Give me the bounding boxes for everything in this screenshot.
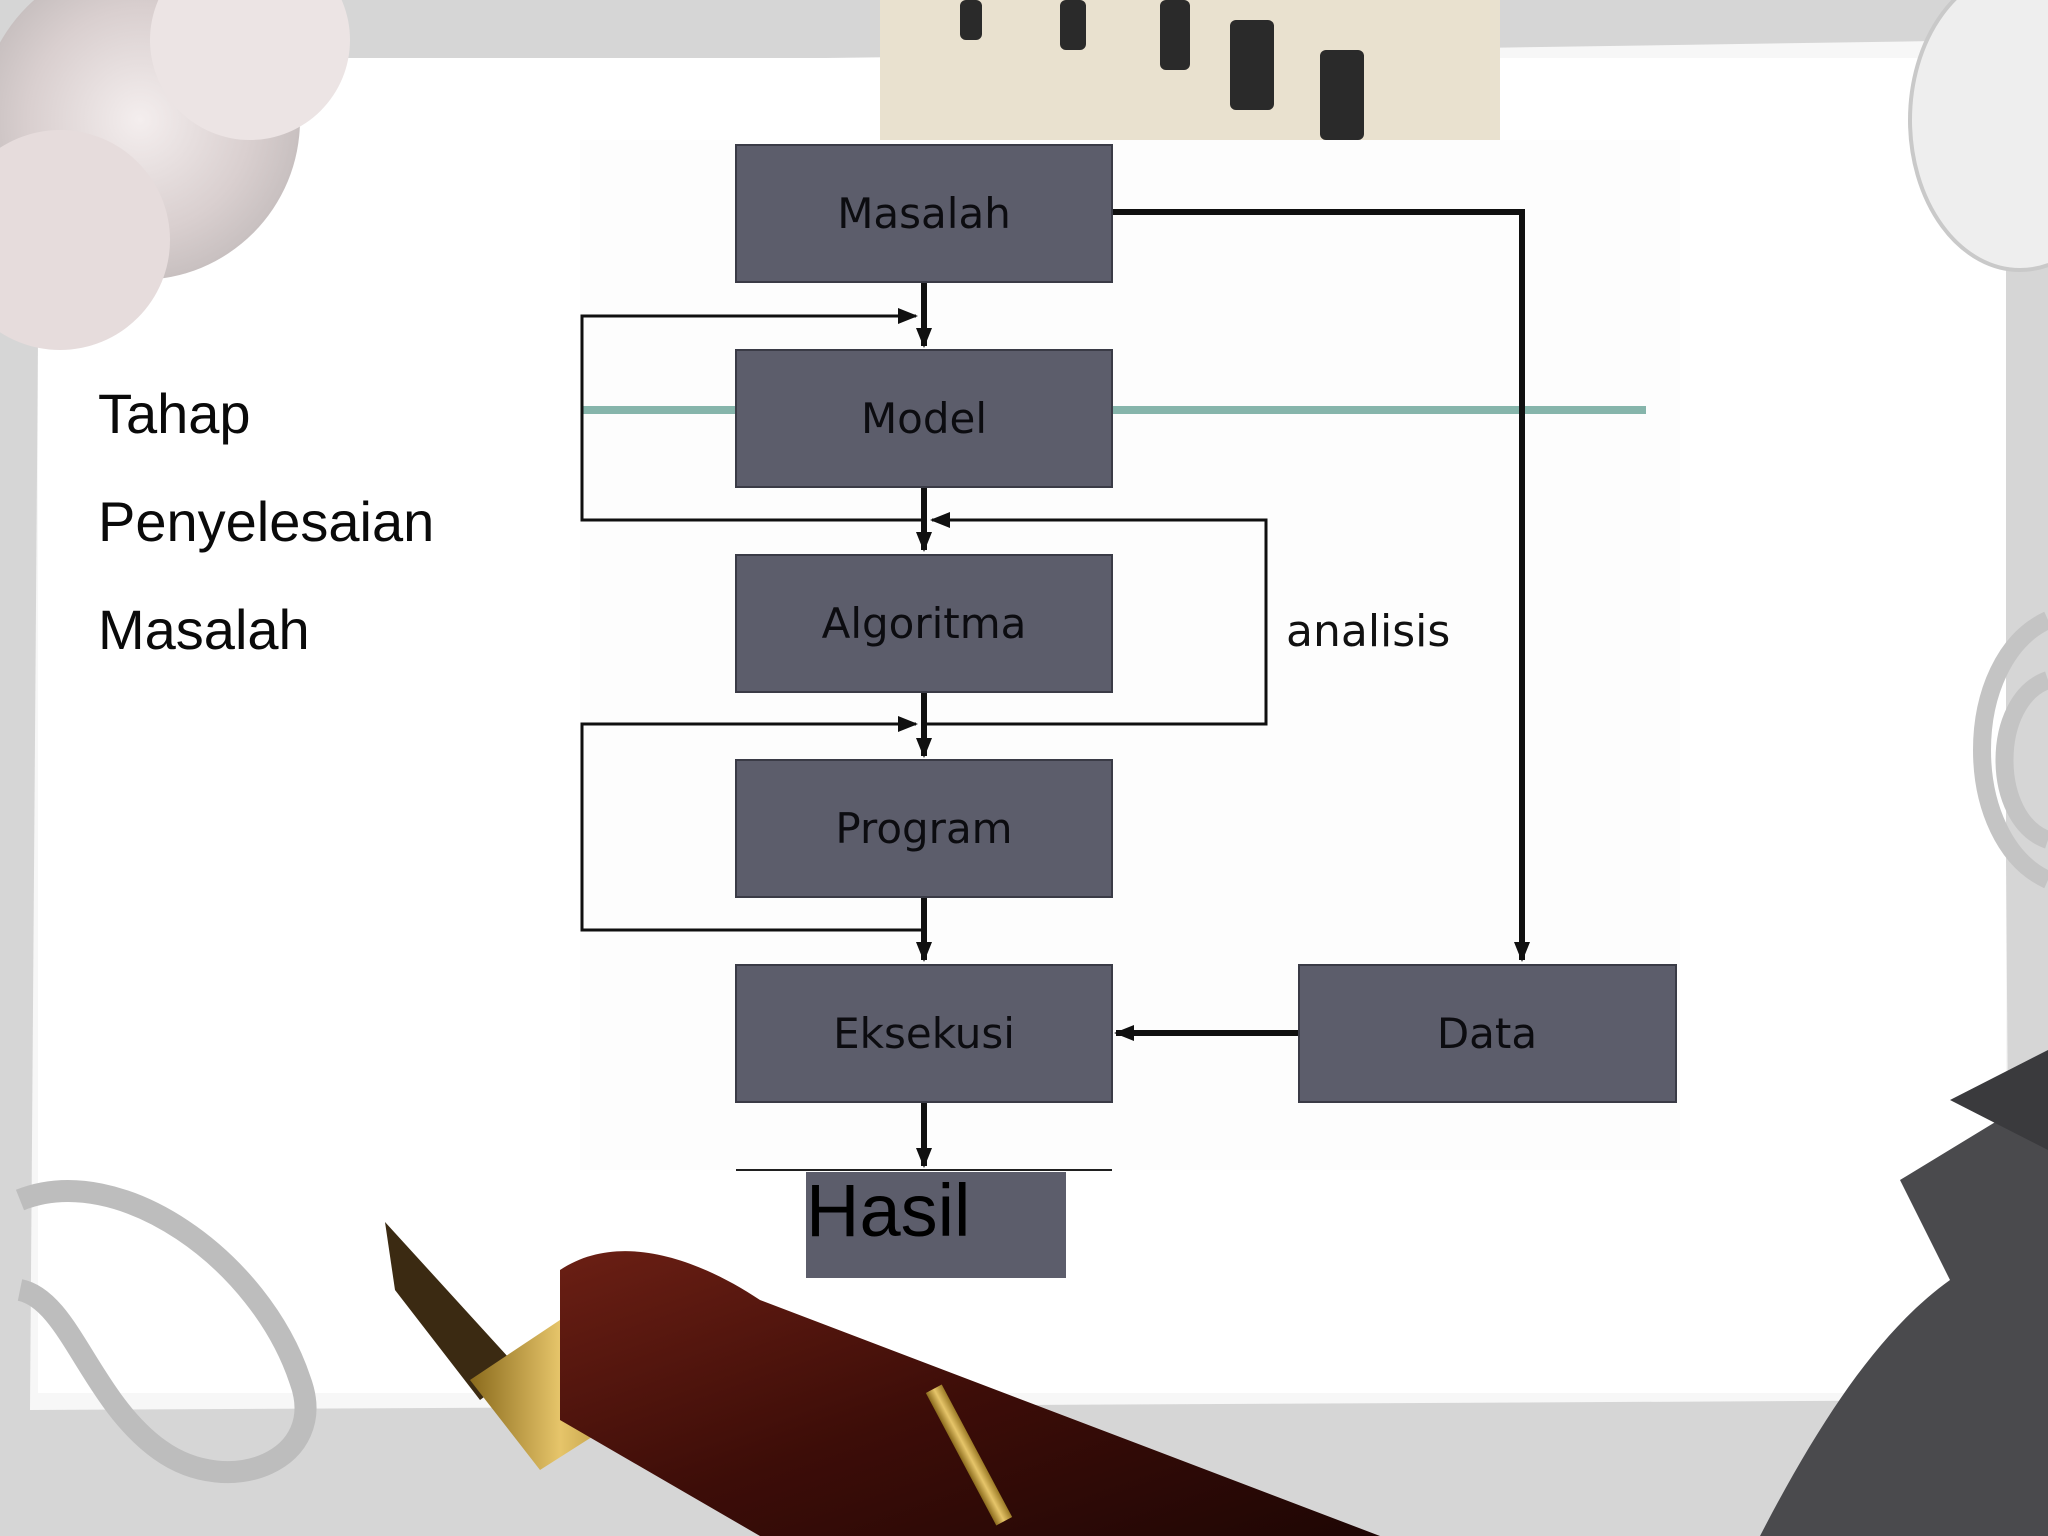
node-program: Program <box>735 759 1113 898</box>
node-program-label: Program <box>835 804 1012 853</box>
ribbon-decoration <box>1760 1090 2048 1536</box>
node-data: Data <box>1298 964 1677 1103</box>
node-hasil-label: Hasil <box>806 1169 970 1252</box>
edge-program-algoritma-loop <box>580 716 924 932</box>
edge-algoritma-model-loop <box>580 308 924 522</box>
node-eksekusi: Eksekusi <box>735 964 1113 1103</box>
title-line-3: Masalah <box>98 598 310 661</box>
node-hasil: Hasil <box>736 1169 1112 1278</box>
node-masalah: Masalah <box>735 144 1113 283</box>
node-eksekusi-label: Eksekusi <box>833 1009 1015 1058</box>
title-line-1: Tahap <box>98 382 251 445</box>
node-model: Model <box>735 349 1113 488</box>
edge-masalah-data <box>1112 209 1530 962</box>
earphone-cable-decoration <box>15 1180 317 1484</box>
fountain-pen-decoration <box>385 1222 1380 1536</box>
edge-analisis-loop <box>924 512 1268 726</box>
title-line-2: Penyelesaian <box>98 490 435 553</box>
node-algoritma-label: Algoritma <box>822 599 1027 648</box>
flower-decoration <box>0 0 350 350</box>
mouse-decoration <box>1908 0 2048 272</box>
slide-title: Tahap Penyelesaian Masalah <box>98 360 434 684</box>
node-data-label: Data <box>1437 1009 1537 1058</box>
node-algoritma: Algoritma <box>735 554 1113 693</box>
analisis-label: analisis <box>1286 606 1450 657</box>
node-model-label: Model <box>861 394 987 443</box>
cable-decoration <box>1973 611 2048 889</box>
notebook-spiral <box>960 0 1364 140</box>
node-masalah-label: Masalah <box>837 189 1011 238</box>
